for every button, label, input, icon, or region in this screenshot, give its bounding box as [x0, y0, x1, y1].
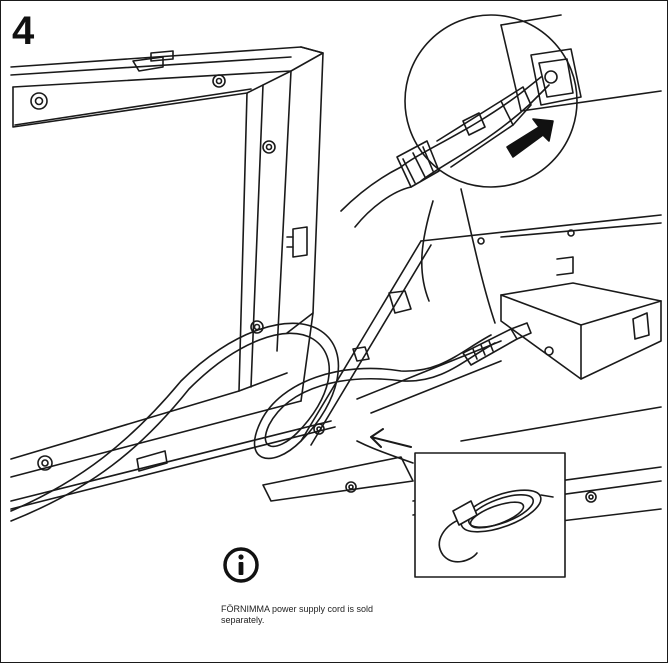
note-line-2: separately.	[221, 615, 265, 625]
detail-zoom	[340, 14, 662, 324]
push-arrow-icon	[506, 118, 554, 158]
info-icon	[223, 547, 259, 583]
supply-cord-note: FÖRNIMMA power supply cord is sold separ…	[221, 604, 421, 626]
note-line-1: FÖRNIMMA power supply cord is sold	[221, 604, 374, 614]
cord-inset	[356, 428, 566, 578]
power-cable	[10, 322, 532, 522]
power-cord-coil-icon	[438, 489, 554, 563]
step-number: 4	[12, 9, 35, 53]
mirror-frame	[10, 46, 336, 510]
